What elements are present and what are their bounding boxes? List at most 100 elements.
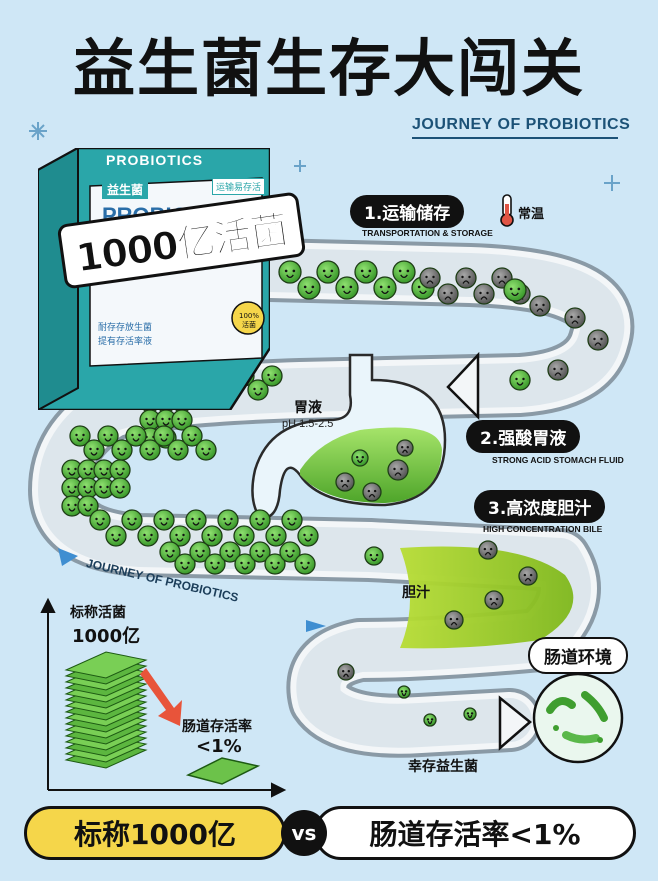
banner-claimed: 标称1000亿 bbox=[24, 806, 286, 860]
live-bacteria bbox=[111, 439, 133, 461]
live-bacteria bbox=[503, 278, 527, 302]
live-bacteria bbox=[423, 713, 437, 727]
dead-bacteria bbox=[529, 295, 551, 317]
box-feature-1: 耐存存放生菌 bbox=[98, 323, 153, 333]
dead-bacteria bbox=[473, 283, 495, 305]
live-bacteria bbox=[125, 425, 147, 447]
claimed-stack bbox=[64, 651, 148, 769]
road-arrow-right bbox=[498, 695, 532, 751]
live-bacteria bbox=[69, 425, 91, 447]
live-bacteria bbox=[247, 379, 269, 401]
live-bacteria bbox=[174, 553, 196, 575]
live-bacteria bbox=[234, 553, 256, 575]
dead-bacteria bbox=[362, 482, 382, 502]
live-bacteria bbox=[278, 260, 302, 284]
live-bacteria bbox=[249, 541, 271, 563]
live-bacteria bbox=[264, 553, 286, 575]
decline-arrow-icon bbox=[140, 668, 182, 726]
box-seal: 100% 活菌 bbox=[238, 312, 259, 329]
subtitle-underline bbox=[412, 137, 618, 139]
live-bacteria bbox=[294, 553, 316, 575]
dead-bacteria bbox=[396, 439, 414, 457]
box-brand-top: PROBIOTICS bbox=[106, 152, 204, 168]
live-bacteria bbox=[169, 525, 191, 547]
live-bacteria bbox=[121, 509, 143, 531]
live-bacteria bbox=[265, 525, 287, 547]
live-bacteria bbox=[392, 260, 416, 284]
live-bacteria bbox=[249, 509, 271, 531]
live-bacteria bbox=[217, 509, 239, 531]
live-bacteria bbox=[463, 707, 477, 721]
live-bacteria bbox=[204, 553, 226, 575]
live-bacteria bbox=[364, 546, 384, 566]
dead-bacteria bbox=[387, 459, 409, 481]
survivor-label: 幸存益生菌 bbox=[408, 759, 478, 775]
dead-bacteria bbox=[518, 566, 538, 586]
live-bacteria bbox=[105, 525, 127, 547]
dead-bacteria bbox=[437, 283, 459, 305]
chart-survival-label: 肠道存活率 bbox=[182, 719, 252, 735]
page-subtitle: JOURNEY OF PROBIOTICS bbox=[412, 116, 631, 133]
page-title: 益生菌生存大闯关 bbox=[72, 32, 585, 105]
live-bacteria bbox=[189, 541, 211, 563]
live-bacteria bbox=[153, 509, 175, 531]
live-bacteria bbox=[219, 541, 241, 563]
thermometer-icon bbox=[500, 194, 514, 227]
live-bacteria bbox=[261, 365, 283, 387]
live-bacteria bbox=[316, 260, 340, 284]
dead-bacteria bbox=[547, 359, 569, 381]
step-2-english: STRONG ACID STOMACH FLUID bbox=[492, 455, 624, 465]
dead-bacteria bbox=[337, 663, 355, 681]
live-bacteria bbox=[397, 685, 411, 699]
live-bacteria bbox=[139, 439, 161, 461]
sparkle-icons bbox=[29, 122, 620, 191]
road-arrow-left bbox=[446, 351, 480, 421]
live-bacteria bbox=[185, 509, 207, 531]
gut-environment-icon bbox=[532, 672, 624, 764]
bile-label: 胆汁 bbox=[402, 585, 430, 601]
box-tag: 运输易存活 bbox=[212, 178, 266, 195]
box-cn-name: 益生菌 bbox=[102, 180, 149, 199]
live-bacteria bbox=[153, 425, 175, 447]
live-bacteria bbox=[233, 525, 255, 547]
live-bacteria bbox=[181, 425, 203, 447]
live-bacteria bbox=[297, 276, 321, 300]
live-bacteria bbox=[77, 495, 99, 517]
claimed-slab bbox=[64, 651, 148, 679]
step-1-note: 常温 bbox=[518, 207, 545, 222]
banner-vs: vs bbox=[281, 810, 327, 856]
live-bacteria bbox=[83, 439, 105, 461]
live-bacteria bbox=[89, 509, 111, 531]
live-bacteria bbox=[201, 525, 223, 547]
live-bacteria bbox=[509, 369, 531, 391]
live-bacteria bbox=[159, 541, 181, 563]
dead-bacteria bbox=[444, 610, 464, 630]
dead-bacteria bbox=[478, 540, 498, 560]
live-bacteria bbox=[195, 439, 217, 461]
dead-bacteria bbox=[587, 329, 609, 351]
live-bacteria bbox=[97, 425, 119, 447]
dead-bacteria bbox=[335, 472, 355, 492]
step-3-english: HIGH CONCENTRATION BILE bbox=[483, 524, 603, 534]
step-3-label: 3.高浓度胆汁 bbox=[474, 490, 606, 523]
live-bacteria bbox=[109, 459, 131, 481]
stomach-ph: pH 1.5-2.5 bbox=[282, 418, 334, 430]
live-bacteria bbox=[351, 449, 369, 467]
chart-survival-value: <1% bbox=[196, 736, 242, 757]
live-bacteria bbox=[171, 409, 193, 431]
banner-survival: 肠道存活率<1% bbox=[314, 806, 636, 860]
chart-claimed-value: 1000亿 bbox=[72, 626, 141, 647]
live-bacteria bbox=[109, 477, 131, 499]
chart-claimed-label: 标称活菌 bbox=[70, 605, 126, 621]
live-bacteria bbox=[354, 260, 378, 284]
dead-bacteria bbox=[419, 267, 441, 289]
live-bacteria bbox=[61, 495, 83, 517]
live-bacteria bbox=[93, 477, 115, 499]
gut-label: 肠道环境 bbox=[528, 637, 628, 674]
live-bacteria bbox=[373, 276, 397, 300]
live-bacteria bbox=[137, 525, 159, 547]
survival-slab bbox=[185, 757, 261, 785]
dead-bacteria bbox=[484, 590, 504, 610]
live-bacteria bbox=[297, 525, 319, 547]
stomach-label: 胃液 bbox=[294, 400, 322, 416]
